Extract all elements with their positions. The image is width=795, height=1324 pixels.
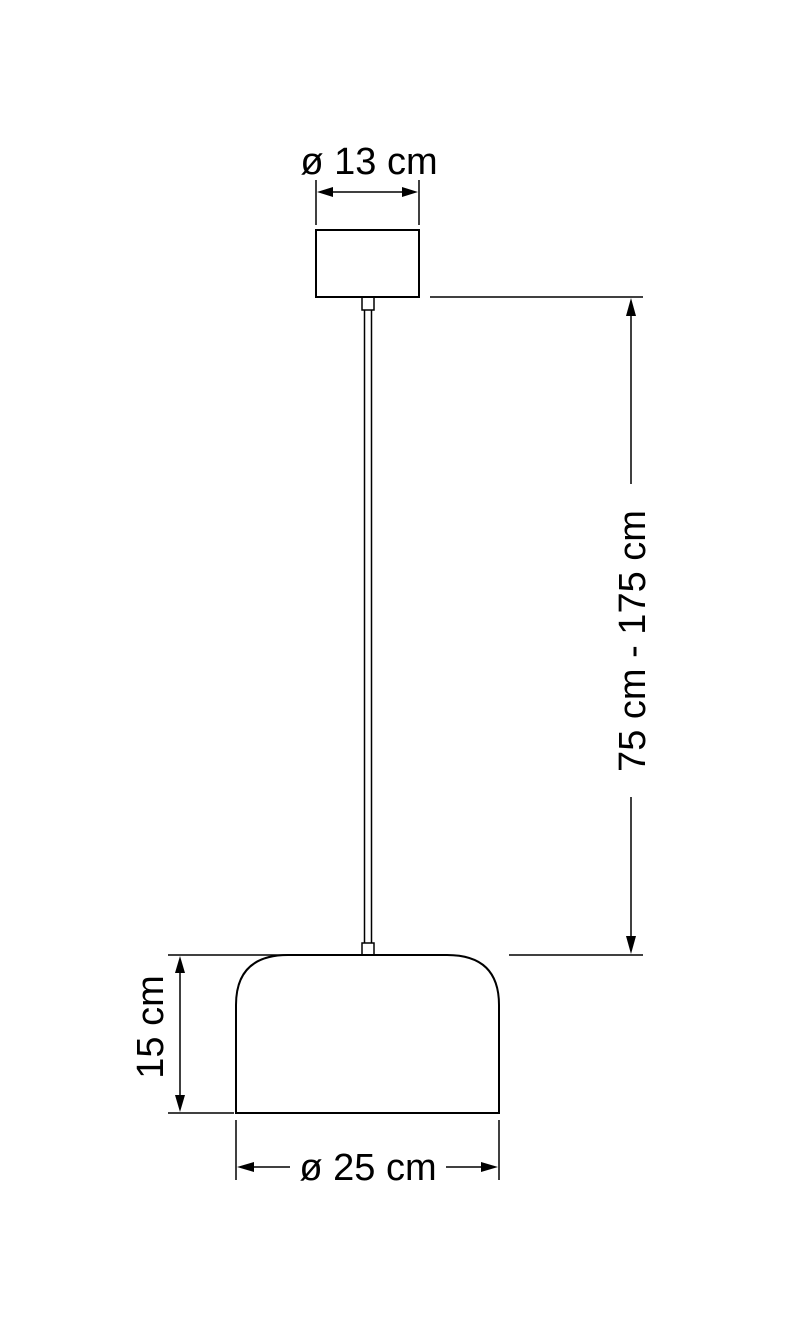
shade-outline xyxy=(235,954,500,1114)
arrow-left-icon xyxy=(237,1162,254,1172)
shade-diameter-dimension: ø 25 cm xyxy=(235,1120,500,1189)
shade-height-dimension: 15 cm xyxy=(130,954,290,1114)
bottom-cable-grip xyxy=(361,942,375,956)
canopy-diameter-label: ø 13 cm xyxy=(300,141,437,183)
arrow-down-icon xyxy=(626,936,636,954)
arrow-right-icon xyxy=(402,187,418,197)
canopy-diameter-dimension: ø 13 cm xyxy=(300,141,438,225)
arrow-up-icon xyxy=(175,956,185,973)
top-cable-grip xyxy=(361,296,375,311)
arrow-down-icon xyxy=(175,1095,185,1112)
lamp-shade xyxy=(235,954,500,1114)
suspension-cable xyxy=(361,296,375,956)
shade-height-label: 15 cm xyxy=(130,975,172,1078)
shade-diameter-label: ø 25 cm xyxy=(299,1147,436,1189)
canopy-body xyxy=(315,229,420,298)
cable-length-dimension: 75 cm - 175 cm xyxy=(430,296,654,956)
arrow-right-icon xyxy=(481,1162,498,1172)
arrow-left-icon xyxy=(317,187,333,197)
cable-length-label: 75 cm - 175 cm xyxy=(612,510,654,772)
canopy xyxy=(315,229,420,298)
arrow-up-icon xyxy=(626,298,636,316)
